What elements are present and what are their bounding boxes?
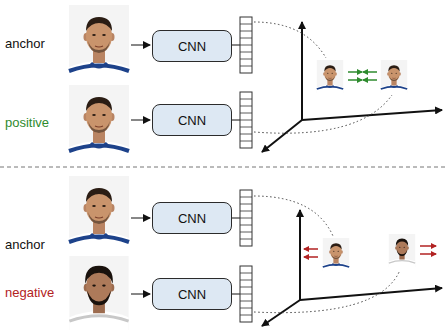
box-label: CNN <box>178 287 206 302</box>
process-box: CNN <box>152 104 232 136</box>
role-label: positive <box>5 115 49 130</box>
process-box: CNN <box>152 30 232 62</box>
box-label: CNN <box>178 211 206 226</box>
process-box: CNN <box>152 202 232 234</box>
role-label: anchor <box>5 237 45 252</box>
role-label: anchor <box>5 36 45 51</box>
process-box: CNN <box>152 278 232 310</box>
box-label: CNN <box>178 39 206 54</box>
role-label: negative <box>5 285 54 300</box>
box-label: CNN <box>178 113 206 128</box>
